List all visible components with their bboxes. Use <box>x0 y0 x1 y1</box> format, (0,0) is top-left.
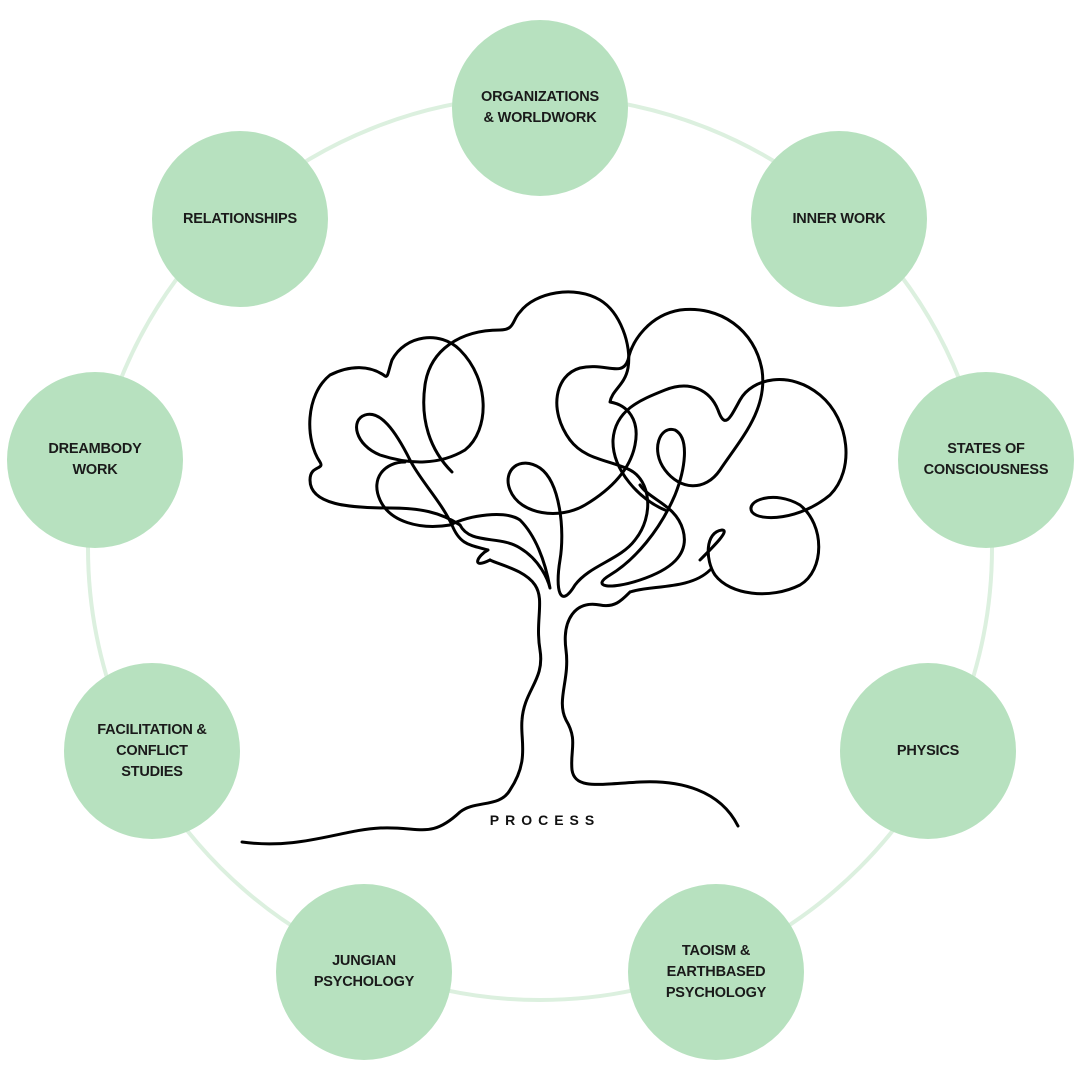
node-relationships[interactable]: RELATIONSHIPS <box>152 131 328 307</box>
node-label: RELATIONSHIPS <box>183 210 297 227</box>
node-states-of-consciousness[interactable]: STATES OF CONSCIOUSNESS <box>898 372 1074 548</box>
node-label: STATES OF CONSCIOUSNESS <box>923 441 1049 478</box>
node-label: DREAMBODY WORK <box>48 441 142 478</box>
node-physics[interactable]: PHYSICS <box>840 663 1016 839</box>
node-label: INNER WORK <box>792 210 886 227</box>
node-taoism-earthbased-psychology[interactable]: TAOISM & EARTHBASED PSYCHOLOGY <box>628 884 804 1060</box>
node-jungian-psychology[interactable]: JUNGIAN PSYCHOLOGY <box>276 884 452 1060</box>
node-inner-work[interactable]: INNER WORK <box>751 131 927 307</box>
node-facilitation-conflict-studies[interactable]: FACILITATION & CONFLICT STUDIES <box>64 663 240 839</box>
node-label: TAOISM & EARTHBASED PSYCHOLOGY <box>665 942 767 1001</box>
node-label: FACILITATION & CONFLICT STUDIES <box>97 721 207 780</box>
node-label: PHYSICS <box>896 742 960 759</box>
node-organizations-worldwork[interactable]: ORGANIZATIONS & WORLDWORK <box>452 20 628 196</box>
node-label: JUNGIAN PSYCHOLOGY <box>313 953 415 990</box>
center-process-label: PROCESS <box>489 812 601 828</box>
node-label: ORGANIZATIONS & WORLDWORK <box>481 89 599 126</box>
node-dreambody-work[interactable]: DREAMBODY WORK <box>7 372 183 548</box>
